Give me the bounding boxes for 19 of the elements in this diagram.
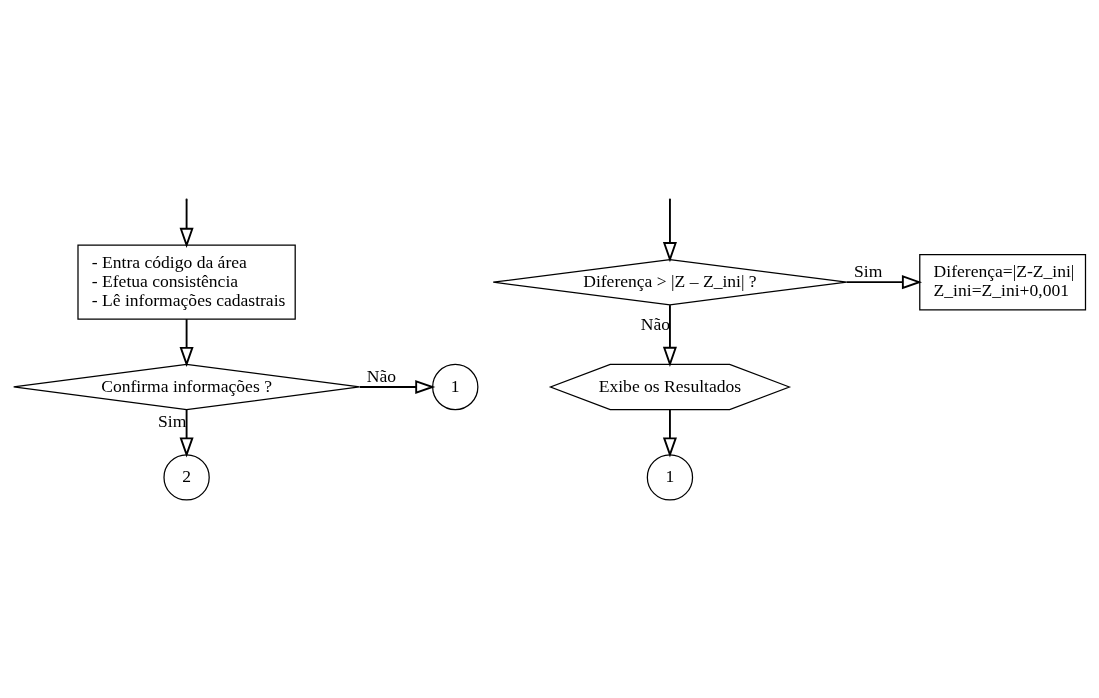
- arrow: [179, 317, 194, 367]
- edge-label: Não: [366, 365, 396, 386]
- arrow: [845, 274, 923, 289]
- node-diamond: Confirma informações ?: [13, 363, 361, 410]
- node-circle: 1: [646, 453, 694, 501]
- node-box: Diferença=|Z-Z_ini| Z_ini=Z_ini+0,001: [919, 253, 1087, 310]
- arrow: [662, 408, 677, 457]
- edge-label: Não: [640, 313, 671, 334]
- arrow: [179, 408, 194, 457]
- arrow: [662, 303, 677, 367]
- node-box: - Entra código da área - Efetua consistência - Lê informações cadastrais: [77, 244, 296, 320]
- arrow: [179, 198, 194, 248]
- edge-label: Sim: [158, 410, 187, 431]
- node-diamond: Diferença > |Z – Z_ini| ?: [492, 258, 848, 305]
- node-circle: 2: [163, 453, 210, 501]
- edge-label: Sim: [854, 260, 883, 281]
- node-circle: 1: [432, 363, 479, 410]
- arrow: [662, 198, 677, 262]
- arrow: [358, 379, 436, 394]
